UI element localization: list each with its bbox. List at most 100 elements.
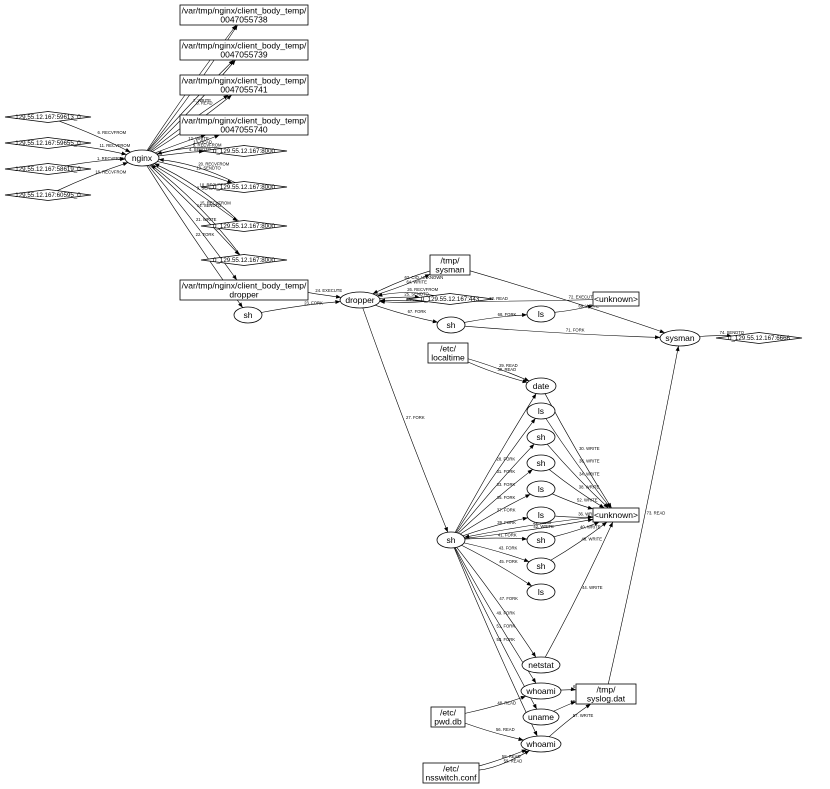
node-label: 0047055738 [220, 14, 268, 24]
arrowhead [654, 335, 661, 340]
edge-tmpsysman-to-dropper: 63. CIO_UNKNOWN [372, 270, 443, 295]
node-s59613[interactable]: 129.55.12.167:59613_0 [4, 111, 92, 123]
edge-label: 28. FORK [497, 457, 516, 462]
edge-shmain-to-ls5: 45. FORK [461, 545, 532, 587]
edge-line [148, 59, 234, 151]
node-label: /var/tmp/nginx/client_body_temp/ [182, 280, 307, 290]
node-tmpsysman[interactable]: /tmp/sysman [429, 254, 471, 276]
node-dropper[interactable]: dropper [339, 291, 381, 309]
node-sh4[interactable]: sh [526, 454, 556, 472]
edge-label: 43. FORK [499, 546, 518, 551]
arrowhead [605, 502, 611, 508]
node-ls4[interactable]: ls [526, 506, 556, 524]
node-unk2[interactable]: <unknown> [592, 507, 640, 523]
edge-label: 30. READ [497, 367, 516, 372]
node-ls2[interactable]: ls [526, 402, 556, 420]
node-d6666[interactable]: 0_129.55.12.167:6666 [715, 332, 803, 344]
node-label: /etc/ [440, 707, 457, 717]
node-label: sh [537, 458, 546, 468]
node-fdropper[interactable]: /var/tmp/nginx/client_body_temp/dropper [179, 279, 309, 301]
arrowhead [587, 304, 593, 309]
node-nsswitch[interactable]: /etc/nsswitch.conf [422, 762, 480, 784]
arrowhead [335, 299, 341, 304]
node-ls5[interactable]: ls [526, 583, 556, 601]
node-d8000c[interactable]: 0_129.55.12.167:8000 [200, 220, 288, 232]
node-label: /var/tmp/nginx/client_body_temp/ [182, 115, 307, 125]
node-sh1[interactable]: sh [233, 306, 263, 324]
arrowhead [223, 95, 229, 100]
node-netstat[interactable]: netstat [521, 656, 561, 674]
edge-label: 49. FORK [497, 611, 516, 616]
edge-line [546, 443, 609, 509]
node-pwddb[interactable]: /etc/pwd.db [430, 706, 466, 728]
node-d8000a[interactable]: 0_129.55.12.167:8000 [200, 145, 288, 157]
edge-label: 71. FORK [566, 328, 585, 333]
node-sh2[interactable]: sh [436, 316, 466, 334]
file-node-box [430, 706, 466, 728]
node-label: /tmp/ [597, 684, 617, 694]
node-unk1[interactable]: <unknown> [592, 291, 640, 307]
process-node-ellipse [233, 306, 263, 324]
node-shmain[interactable]: sh [436, 531, 466, 549]
node-f738[interactable]: /var/tmp/nginx/client_body_temp/00470557… [179, 4, 309, 26]
node-s60595[interactable]: 129.55.12.167:60595_0 [4, 189, 92, 201]
node-f739[interactable]: /var/tmp/nginx/client_body_temp/00470557… [179, 39, 309, 61]
arrowhead [125, 148, 131, 153]
edge-line [478, 750, 530, 771]
node-label: ls [538, 309, 544, 319]
node-label: sh [447, 320, 456, 330]
edge-label: 38. WRITE [579, 485, 600, 490]
arrowhead [233, 25, 238, 31]
node-localtime[interactable]: /etc/localtime [427, 342, 469, 364]
node-label: uname [528, 712, 554, 722]
arrowhead [522, 516, 528, 521]
node-d8000d[interactable]: 0_129.55.12.167:8000 [200, 254, 288, 266]
file-node-box [429, 254, 471, 276]
edge-label: 14. SENDTO [197, 203, 222, 208]
edge-label: 4. SENDTO [189, 147, 212, 152]
node-s59655[interactable]: 129.55.12.167:59655_0 [4, 137, 92, 149]
node-whoami2[interactable]: whoami [520, 735, 562, 753]
edge-ls3-to-unk2: 52. WRITE [552, 493, 598, 510]
edge-pwddb-to-whoami1: 48. READ [464, 695, 527, 714]
node-whoami1[interactable]: whoami [520, 682, 562, 700]
node-ls3[interactable]: ls [526, 480, 556, 498]
arrowhead [587, 505, 593, 510]
node-f740[interactable]: /var/tmp/nginx/client_body_temp/00470557… [179, 114, 309, 136]
node-d8000b[interactable]: 0_129.55.12.167:8000 [200, 181, 288, 193]
file-node-box [179, 39, 309, 61]
edge-line [65, 158, 126, 167]
node-uname[interactable]: uname [522, 708, 560, 726]
process-node-ellipse [526, 557, 556, 575]
node-sh5[interactable]: sh [526, 531, 556, 549]
node-syslog[interactable]: /tmp/syslog.dat [575, 683, 637, 705]
node-f741[interactable]: /var/tmp/nginx/client_body_temp/00470557… [179, 74, 309, 96]
arrowhead [379, 298, 386, 303]
edge-line [150, 164, 241, 256]
node-nginx[interactable]: nginx [124, 149, 160, 167]
process-node-ellipse [124, 149, 160, 167]
edge-d443-to-dropper: 26. RECVFROM [377, 287, 439, 297]
edge-line [464, 695, 527, 714]
edge-label: 23. FORK [304, 300, 323, 305]
edge-syslog-to-sysman: 73. READ [607, 345, 680, 685]
edge-line [478, 749, 527, 767]
edge-unk2-to-shmain: 31. READ [464, 517, 594, 539]
node-date[interactable]: date [525, 377, 557, 395]
node-sysman[interactable]: sysman [659, 329, 701, 347]
node-d443[interactable]: 0_129.55.12.167:443 [406, 293, 494, 305]
edge-shmain-to-netstat: 47. FORK [456, 547, 537, 658]
edge-line [149, 59, 236, 152]
node-ls1[interactable]: ls [526, 305, 556, 323]
node-sh3[interactable]: sh [526, 428, 556, 446]
socket-node-diamond [200, 145, 288, 157]
edge-nginx-to-d8000c: 9. SENDTO [152, 164, 238, 222]
file-node-box [179, 74, 309, 96]
arrowhead [238, 302, 243, 308]
edge-label: 47. FORK [499, 596, 518, 601]
edge-label: 12. WRITE [188, 136, 209, 141]
process-node-ellipse [526, 480, 556, 498]
node-sh6[interactable]: sh [526, 557, 556, 575]
node-s58619[interactable]: 129.55.12.167:58619_0 [4, 163, 92, 175]
node-label: 0_129.55.12.167:8000 [213, 223, 275, 230]
